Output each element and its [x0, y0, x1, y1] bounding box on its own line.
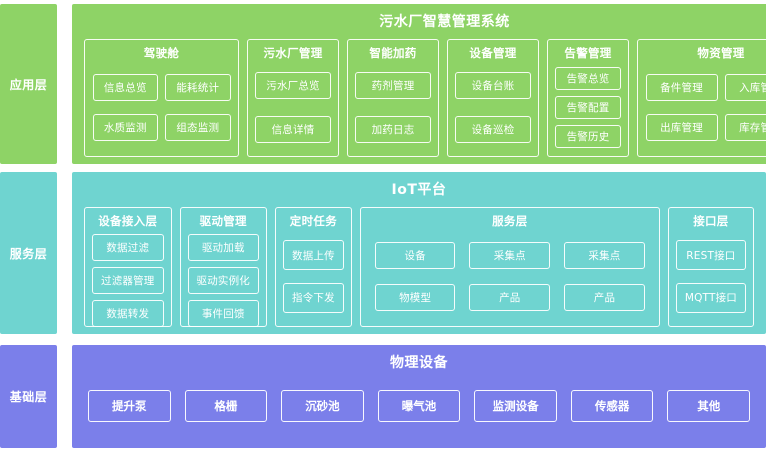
layer-tag-service: 服务层	[0, 172, 57, 334]
module-title-interface-layer: 接口层	[693, 214, 729, 228]
application-layer-row: 应用层 污水厂智慧管理系统 驾驶舱 信息总览 能耗统计 水质监测 组态监测 污水…	[0, 4, 766, 164]
layer-gap	[57, 4, 72, 164]
chip-water-quality-monitoring[interactable]: 水质监测	[92, 114, 158, 142]
module-title-driver-management: 驱动管理	[199, 214, 247, 228]
module-plant-management[interactable]: 污水厂管理 污水厂总览 信息详情	[247, 39, 339, 157]
service-panel-title: IoT平台	[391, 182, 447, 198]
module-driver-management[interactable]: 驱动管理 驱动加载 驱动实例化 事件回馈	[179, 207, 267, 327]
chip-alarm-overview[interactable]: 告警总览	[555, 67, 621, 90]
module-equipment-management[interactable]: 设备管理 设备台账 设备巡检	[447, 39, 539, 157]
module-title-material-management: 物资管理	[697, 46, 745, 60]
module-service-layer[interactable]: 服务层 设备 采集点 采集点 物模型 产品 产品	[359, 207, 660, 327]
module-items-interface-layer: REST接口 MQTT接口	[675, 234, 746, 319]
module-items-material-management: 备件管理 入库管理 出库管理 库存管理	[645, 66, 766, 149]
layer-gap	[57, 172, 72, 334]
chip-inbound-management[interactable]: 入库管理	[724, 73, 766, 101]
module-items-plant-management: 污水厂总览 信息详情	[255, 66, 331, 149]
service-modules: 设备接入层 数据过滤 过滤器管理 数据转发 驱动管理 驱动加载 驱动实例化 事件…	[84, 207, 754, 327]
module-title-alarm-management: 告警管理	[564, 46, 612, 60]
chip-spare-parts-management[interactable]: 备件管理	[645, 73, 718, 101]
module-smart-dosing[interactable]: 智能加药 药剂管理 加药日志	[347, 39, 439, 157]
module-device-access-layer[interactable]: 设备接入层 数据过滤 过滤器管理 数据转发	[84, 207, 172, 327]
module-cockpit[interactable]: 驾驶舱 信息总览 能耗统计 水质监测 组态监测	[84, 39, 239, 157]
module-items-alarm-management: 告警总览 告警配置 告警历史	[555, 66, 621, 149]
chip-event-feedback[interactable]: 事件回馈	[187, 300, 259, 327]
chip-filter-management[interactable]: 过滤器管理	[92, 267, 164, 294]
device-grit-chamber[interactable]: 沉砂池	[281, 390, 364, 422]
chip-collection-point-1[interactable]: 采集点	[469, 241, 551, 269]
module-material-management[interactable]: 物资管理 备件管理 入库管理 出库管理 库存管理	[637, 39, 766, 157]
device-sensor[interactable]: 传感器	[570, 390, 654, 422]
chip-alarm-config[interactable]: 告警配置	[555, 96, 621, 119]
chip-data-upload[interactable]: 数据上传	[283, 240, 344, 271]
module-scheduled-tasks[interactable]: 定时任务 数据上传 指令下发	[275, 207, 352, 327]
chip-reagent-management[interactable]: 药剂管理	[355, 71, 431, 99]
device-lift-pump[interactable]: 提升泵	[88, 390, 171, 422]
module-items-service-layer: 设备 采集点 采集点 物模型 产品 产品	[368, 234, 652, 319]
chip-data-filter[interactable]: 数据过滤	[92, 234, 164, 261]
module-title-scheduled-tasks: 定时任务	[289, 214, 337, 228]
device-aeration-tank[interactable]: 曝气池	[377, 390, 461, 422]
module-items-driver-management: 驱动加载 驱动实例化 事件回馈	[187, 234, 259, 327]
module-items-device-access-layer: 数据过滤 过滤器管理 数据转发	[92, 234, 164, 327]
module-title-plant-management: 污水厂管理	[263, 46, 323, 60]
chip-energy-stats[interactable]: 能耗统计	[165, 73, 231, 101]
chip-mqtt-interface[interactable]: MQTT接口	[675, 282, 746, 313]
chip-alarm-history[interactable]: 告警历史	[555, 125, 621, 148]
chip-rest-interface[interactable]: REST接口	[675, 240, 746, 271]
chip-inventory-management[interactable]: 库存管理	[724, 114, 766, 142]
module-items-equipment-management: 设备台账 设备巡检	[455, 66, 531, 149]
chip-driver-instantiation[interactable]: 驱动实例化	[187, 267, 259, 294]
layer-tag-application: 应用层	[0, 4, 57, 164]
foundation-layer-row: 基础层 物理设备 提升泵 格栅 沉砂池 曝气池 监测设备 传感器 其他	[0, 345, 766, 448]
chip-equipment-ledger[interactable]: 设备台账	[455, 71, 531, 99]
device-grille[interactable]: 格栅	[184, 390, 268, 422]
chip-device[interactable]: 设备	[374, 241, 456, 269]
module-title-service-layer: 服务层	[492, 214, 528, 228]
foundation-panel-title: 物理设备	[390, 355, 448, 371]
module-interface-layer[interactable]: 接口层 REST接口 MQTT接口	[667, 207, 754, 327]
chip-driver-loading[interactable]: 驱动加载	[187, 234, 259, 261]
chip-product-2[interactable]: 产品	[564, 284, 645, 312]
chip-product-1[interactable]: 产品	[469, 284, 551, 312]
module-items-cockpit: 信息总览 能耗统计 水质监测 组态监测	[92, 66, 231, 149]
chip-info-detail[interactable]: 信息详情	[255, 116, 331, 144]
layer-tag-foundation: 基础层	[0, 345, 57, 448]
service-layer-panel: IoT平台 设备接入层 数据过滤 过滤器管理 数据转发 驱动管理 驱动加载 驱动…	[72, 172, 766, 334]
chip-scada-monitoring[interactable]: 组态监测	[165, 114, 231, 142]
module-items-smart-dosing: 药剂管理 加药日志	[355, 66, 431, 149]
module-alarm-management[interactable]: 告警管理 告警总览 告警配置 告警历史	[547, 39, 629, 157]
application-panel-title: 污水厂智慧管理系统	[379, 14, 510, 30]
chip-outbound-management[interactable]: 出库管理	[645, 114, 718, 142]
chip-data-forwarding[interactable]: 数据转发	[92, 300, 164, 327]
device-other[interactable]: 其他	[667, 390, 751, 422]
device-monitoring-equipment[interactable]: 监测设备	[474, 390, 557, 422]
module-title-smart-dosing: 智能加药	[369, 46, 417, 60]
chip-collection-point-2[interactable]: 采集点	[564, 241, 645, 269]
module-title-cockpit: 驾驶舱	[143, 46, 180, 60]
foundation-layer-panel: 物理设备 提升泵 格栅 沉砂池 曝气池 监测设备 传感器 其他	[72, 345, 766, 448]
module-items-scheduled-tasks: 数据上传 指令下发	[283, 234, 344, 319]
chip-equipment-inspection[interactable]: 设备巡检	[455, 116, 531, 144]
module-title-equipment-management: 设备管理	[469, 46, 517, 60]
chip-thing-model[interactable]: 物模型	[374, 284, 456, 312]
application-modules: 驾驶舱 信息总览 能耗统计 水质监测 组态监测 污水厂管理 污水厂总览 信息详情	[84, 39, 766, 157]
module-title-device-access-layer: 设备接入层	[98, 214, 158, 228]
chip-plant-overview[interactable]: 污水厂总览	[255, 71, 331, 99]
application-layer-panel: 污水厂智慧管理系统 驾驶舱 信息总览 能耗统计 水质监测 组态监测 污水厂管理 …	[72, 4, 766, 164]
service-layer-row: 服务层 IoT平台 设备接入层 数据过滤 过滤器管理 数据转发 驱动管理 驱动加…	[0, 172, 766, 334]
chip-command-dispatch[interactable]: 指令下发	[283, 282, 344, 313]
physical-device-list: 提升泵 格栅 沉砂池 曝气池 监测设备 传感器 其他	[84, 380, 754, 438]
layer-gap	[57, 345, 72, 448]
chip-dosing-log[interactable]: 加药日志	[355, 116, 431, 144]
chip-info-overview[interactable]: 信息总览	[92, 73, 158, 101]
